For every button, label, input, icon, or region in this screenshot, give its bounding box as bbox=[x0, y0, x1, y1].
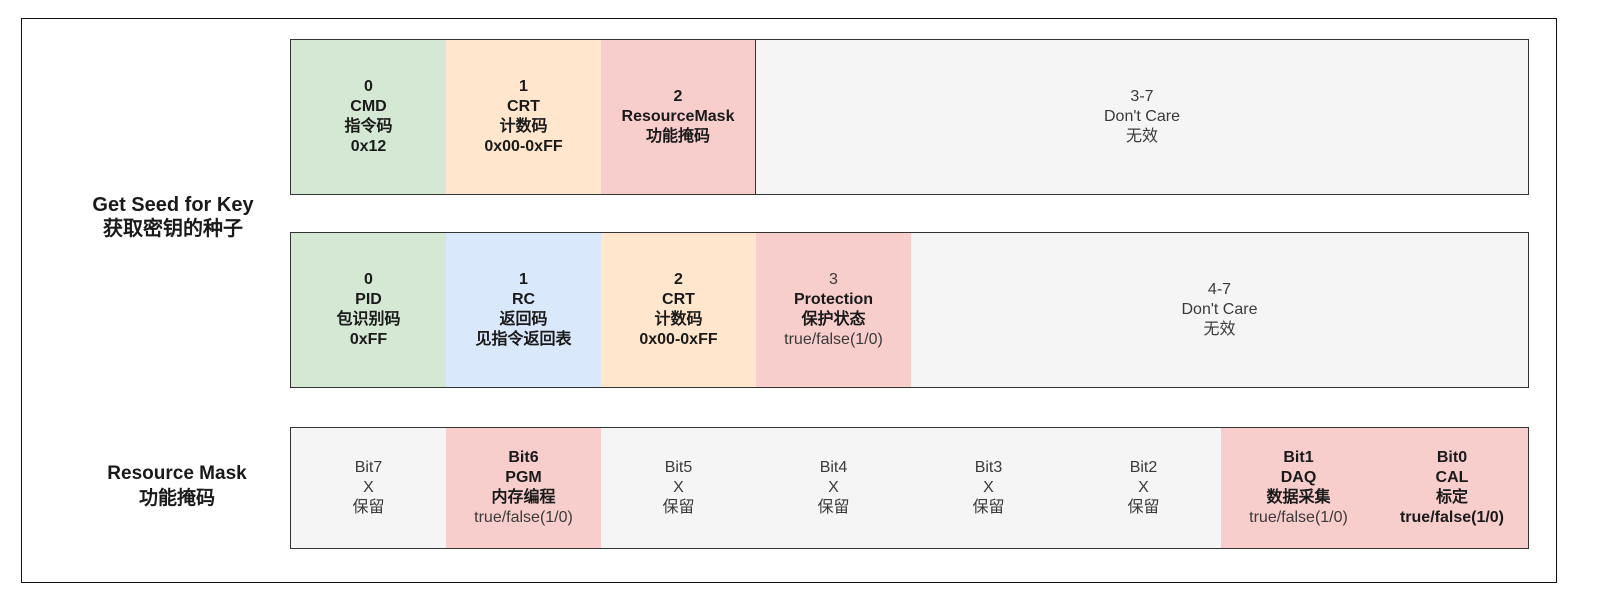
response-byte-4-line-1: Don't Care bbox=[1181, 301, 1258, 318]
command-byte-1-line-0: 1 bbox=[519, 78, 528, 95]
response-byte-0-line-2: 包识别码 bbox=[336, 311, 401, 328]
mask-bit-1-line-3: true/false(1/0) bbox=[474, 509, 573, 526]
command-byte-3-line-1: Don't Care bbox=[1104, 108, 1180, 125]
response-byte-2-line-3: 0x00-0xFF bbox=[639, 331, 718, 348]
mask-bit-7-line-2: 标定 bbox=[1435, 489, 1468, 506]
response-byte-3-line-3: true/false(1/0) bbox=[784, 331, 883, 348]
mask-bit-2-line-0: Bit5 bbox=[664, 459, 693, 476]
command-byte-2-line-0: 2 bbox=[673, 88, 683, 105]
mask-bit-4-line-0: Bit3 bbox=[974, 459, 1003, 476]
mask-bit-5-line-2: 保留 bbox=[1127, 499, 1160, 516]
response-byte-3-line-1: Protection bbox=[793, 291, 874, 308]
command-byte-3-line-2: 无效 bbox=[1125, 128, 1158, 145]
mask-bit-5-line-1: X bbox=[1138, 479, 1149, 496]
mask-bit-1-line-1: PGM bbox=[505, 469, 542, 486]
resource-mask-label: Resource Mask 功能掩码 bbox=[107, 463, 247, 509]
mask-bit-1-line-2: 内存编程 bbox=[491, 489, 556, 506]
command-byte-0-line-3: 0x12 bbox=[350, 138, 387, 155]
response-byte-1-line-2: 返回码 bbox=[499, 311, 548, 328]
command-byte-1-line-1: CRT bbox=[507, 98, 540, 115]
mask-bit-6-line-1: DAQ bbox=[1280, 469, 1317, 486]
response-byte-0-line-0: 0 bbox=[364, 271, 373, 288]
mask-bit-7-line-1: CAL bbox=[1435, 469, 1469, 486]
mask-bit-0-line-2: 保留 bbox=[352, 499, 385, 516]
mask-bit-3-line-1: X bbox=[828, 479, 839, 496]
command-byte-2-line-1: ResourceMask bbox=[621, 108, 735, 125]
get-seed-label: Get Seed for Key 获取密钥的种子 bbox=[92, 194, 254, 240]
mask-bit-7-line-0: Bit0 bbox=[1436, 449, 1468, 466]
mask-bit-2-line-1: X bbox=[673, 479, 684, 496]
mask-bit-5-line-0: Bit2 bbox=[1129, 459, 1158, 476]
command-byte-2-line-2: 功能掩码 bbox=[645, 128, 710, 145]
response-byte-2-line-1: CRT bbox=[662, 291, 695, 308]
response-byte-2-line-2: 计数码 bbox=[654, 311, 703, 328]
response-byte-3-line-2: 保护状态 bbox=[801, 311, 866, 328]
mask-bit-6-line-2: 数据采集 bbox=[1266, 489, 1331, 506]
command-byte-1-line-3: 0x00-0xFF bbox=[484, 138, 563, 155]
response-byte-3-line-0: 3 bbox=[829, 271, 838, 288]
mask-bit-0-line-0: Bit7 bbox=[354, 459, 383, 476]
mask-bit-7-line-3: true/false(1/0) bbox=[1399, 509, 1505, 526]
command-byte-0-line-2: 指令码 bbox=[344, 118, 393, 135]
mask-bit-3-line-0: Bit4 bbox=[819, 459, 848, 476]
response-byte-4-line-2: 无效 bbox=[1203, 321, 1236, 338]
response-byte-0-line-1: PID bbox=[355, 291, 382, 308]
mask-bit-6-line-3: true/false(1/0) bbox=[1249, 509, 1348, 526]
command-byte-0-line-0: 0 bbox=[364, 78, 373, 95]
mask-bit-3-line-2: 保留 bbox=[817, 499, 850, 516]
command-byte-0-line-1: CMD bbox=[350, 98, 387, 115]
mask-bit-0-line-1: X bbox=[363, 479, 374, 496]
response-byte-2-line-0: 2 bbox=[674, 271, 683, 288]
command-byte-1-line-2: 计数码 bbox=[499, 118, 548, 135]
response-byte-1-line-3: 见指令返回表 bbox=[475, 331, 572, 348]
mask-bit-6-line-0: Bit1 bbox=[1283, 449, 1314, 466]
mask-bit-1-line-0: Bit6 bbox=[508, 449, 539, 466]
mask-bit-4-line-1: X bbox=[983, 479, 994, 496]
response-byte-4-line-0: 4-7 bbox=[1207, 281, 1232, 298]
mask-bit-2-line-2: 保留 bbox=[662, 499, 695, 516]
response-byte-1-line-1: RC bbox=[511, 291, 536, 308]
response-byte-0-line-3: 0xFF bbox=[349, 331, 388, 348]
command-byte-3-line-0: 3-7 bbox=[1130, 88, 1154, 105]
response-byte-1-line-0: 1 bbox=[519, 271, 528, 288]
mask-bit-4-line-2: 保留 bbox=[972, 499, 1005, 516]
